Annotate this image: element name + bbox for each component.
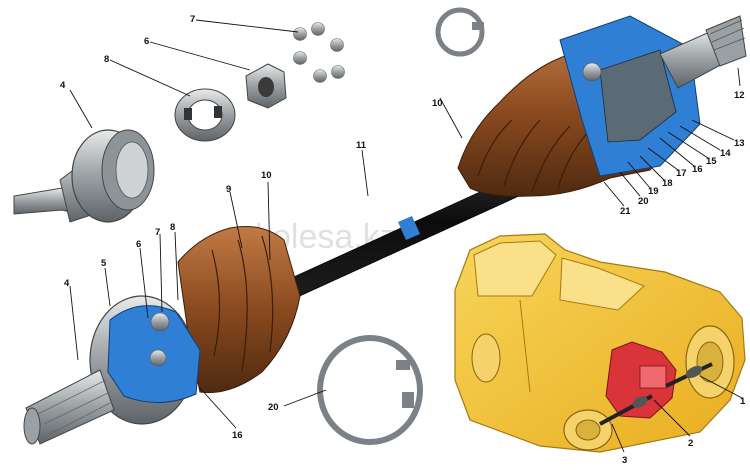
callout-2: 2 bbox=[688, 438, 693, 449]
callout-15: 15 bbox=[706, 156, 717, 167]
callout-10-top: 10 bbox=[432, 98, 443, 109]
outer-joint-assembly bbox=[23, 226, 301, 445]
callout-11: 11 bbox=[356, 140, 367, 151]
callout-17: 17 bbox=[676, 168, 687, 179]
callout-16-top: 16 bbox=[692, 164, 703, 175]
callout-labels: 1 2 3 4 4 5 6 6 7 7 8 8 9 10 10 11 12 13… bbox=[60, 14, 746, 466]
ball-cage bbox=[174, 88, 236, 142]
callout-20-top: 20 bbox=[638, 196, 649, 207]
callout-8-top: 8 bbox=[104, 54, 109, 65]
callout-21: 21 bbox=[620, 206, 631, 217]
loose-balls bbox=[293, 22, 345, 83]
car-illustration bbox=[454, 233, 746, 453]
callout-3: 3 bbox=[622, 455, 627, 466]
inner-race bbox=[245, 63, 287, 109]
callout-9: 9 bbox=[226, 184, 231, 195]
callout-6-bottom: 6 bbox=[136, 239, 141, 250]
inner-joint-assembly bbox=[457, 15, 747, 197]
callout-10-bottom: 10 bbox=[261, 170, 272, 181]
callout-13: 13 bbox=[734, 138, 745, 149]
callout-leaders bbox=[69, 19, 743, 453]
callout-8-bottom: 8 bbox=[170, 222, 175, 233]
callout-14: 14 bbox=[720, 148, 731, 159]
callout-12: 12 bbox=[734, 90, 745, 101]
callout-6-top: 6 bbox=[144, 36, 149, 47]
callout-5: 5 bbox=[101, 258, 107, 269]
callout-19: 19 bbox=[648, 186, 659, 197]
callout-18: 18 bbox=[662, 178, 673, 189]
callout-16-bottom: 16 bbox=[232, 430, 243, 441]
clamp-ring-bottom bbox=[317, 335, 423, 445]
callout-7-top: 7 bbox=[190, 14, 195, 25]
callout-1: 1 bbox=[740, 396, 746, 407]
outer-cv-joint-housing bbox=[13, 129, 155, 223]
callout-20-bottom: 20 bbox=[268, 402, 279, 413]
callout-4-bottom: 4 bbox=[64, 278, 70, 289]
callout-7-bottom: 7 bbox=[155, 227, 160, 238]
clamp-ring-top bbox=[435, 7, 485, 57]
callout-4-top: 4 bbox=[60, 80, 66, 91]
